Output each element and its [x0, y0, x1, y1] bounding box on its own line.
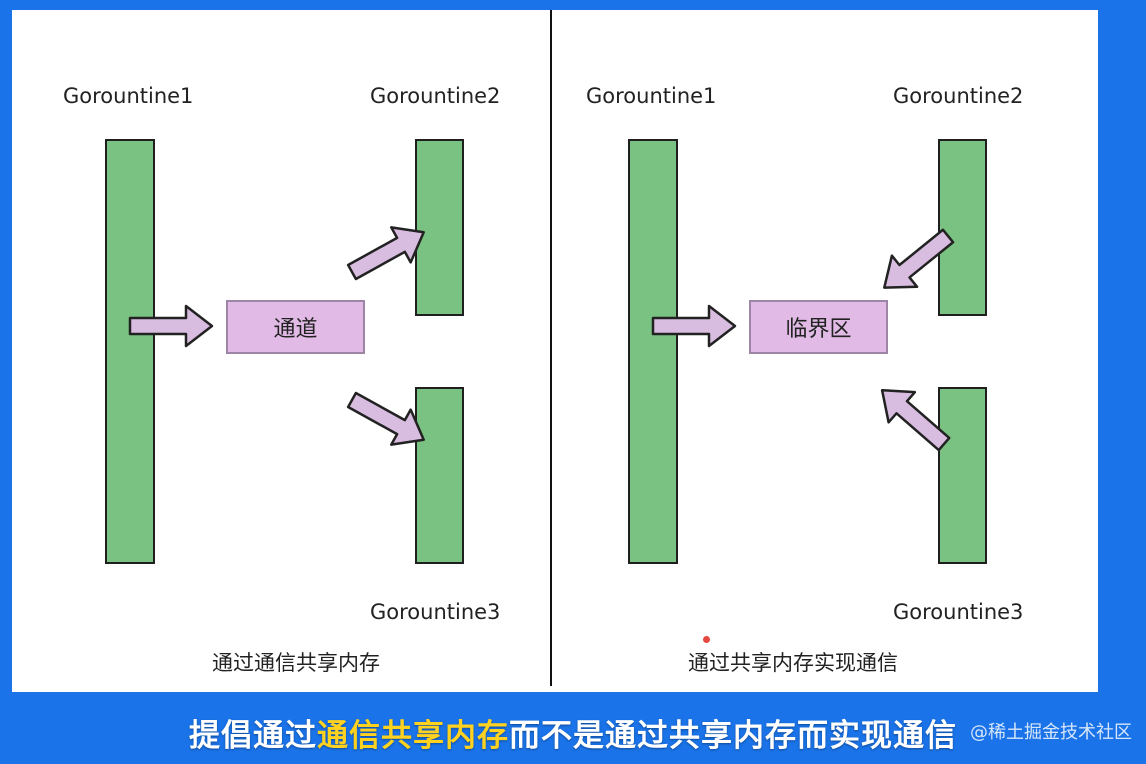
- left-caption: 通过通信共享内存: [212, 651, 380, 675]
- left-goroutine3-bar: [415, 387, 464, 564]
- right-caption: 通过共享内存实现通信: [688, 651, 898, 675]
- panel-divider: [550, 10, 552, 686]
- right-goroutine1-label: Gorountine1: [586, 84, 717, 108]
- left-goroutine1-label: Gorountine1: [63, 84, 194, 108]
- right-goroutine3-label: Gorountine3: [893, 600, 1024, 624]
- right-goroutine2-label: Gorountine2: [893, 84, 1024, 108]
- watermark: @稀土掘金技术社区: [970, 722, 1132, 743]
- left-goroutine3-label: Gorountine3: [370, 600, 501, 624]
- subtitle-highlight: 通信共享内存: [317, 718, 509, 754]
- slide-canvas: [12, 10, 1098, 692]
- right-goroutine2-bar: [938, 139, 987, 316]
- cursor-dot: [703, 636, 710, 643]
- left-goroutine1-bar: [105, 139, 155, 564]
- bottom-subtitle: 提倡通过通信共享内存而不是通过共享内存而实现通信: [0, 710, 1146, 755]
- subtitle-after: 而不是通过共享内存而实现通信: [509, 718, 957, 754]
- channel-box: 通道: [226, 300, 365, 354]
- critical-section-box: 临界区: [749, 300, 888, 354]
- right-goroutine3-bar: [938, 387, 987, 564]
- left-goroutine2-label: Gorountine2: [370, 84, 501, 108]
- left-goroutine2-bar: [415, 139, 464, 316]
- right-goroutine1-bar: [628, 139, 678, 564]
- subtitle-before: 提倡通过: [189, 718, 317, 754]
